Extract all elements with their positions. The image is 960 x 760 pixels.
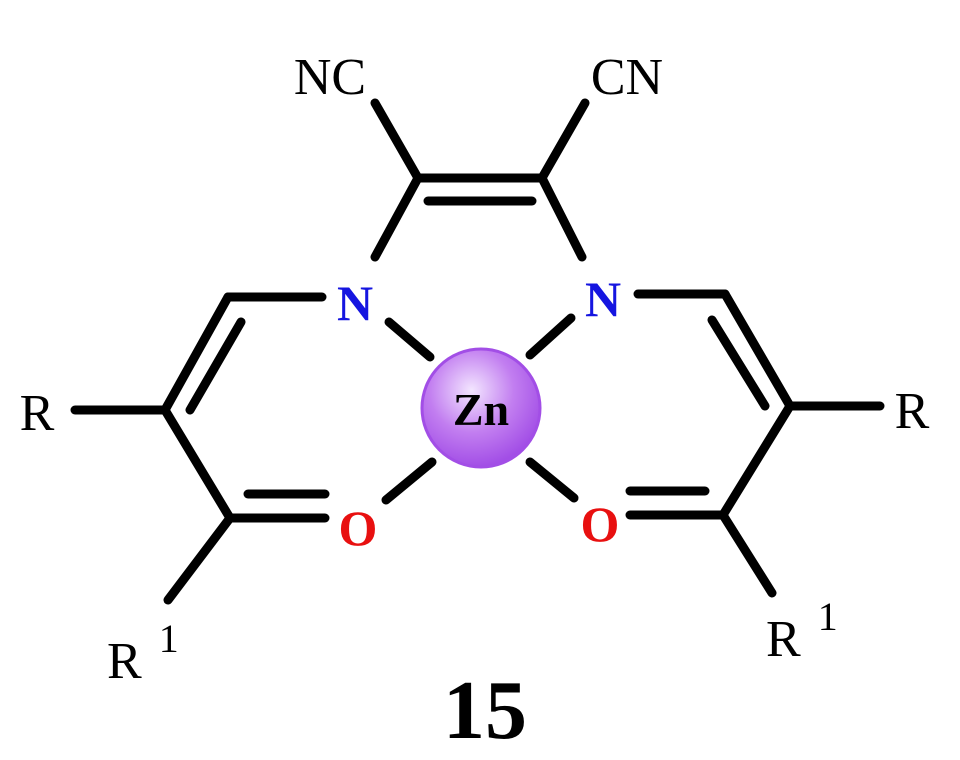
bond-zn-n-right <box>525 313 576 360</box>
bond-chc-left-inner <box>185 317 246 415</box>
bond-c-r1-left <box>163 513 235 605</box>
cn-right-label: CN <box>591 49 663 106</box>
r1-right-superscript: 1 <box>818 594 838 639</box>
bond-zn-o-right <box>525 457 579 503</box>
r1-left-base: R <box>107 633 142 690</box>
bond-nc-to-c-left <box>370 98 423 183</box>
bond-zn-o-left <box>381 457 437 505</box>
bond-chc-left <box>160 292 233 415</box>
bond-zn-n-left <box>384 317 435 362</box>
zinc-label: Zn <box>453 384 509 435</box>
oxygen-right-label: O <box>581 496 620 552</box>
r1-left-label: R 1 <box>107 616 179 690</box>
zinc-sphere <box>420 347 542 469</box>
nc-left-label: NC <box>294 49 366 106</box>
bond-c-n-right <box>537 173 587 262</box>
compound-number: 15 <box>443 664 527 757</box>
r1-right-base: R <box>766 611 801 668</box>
r-left-label: R <box>20 385 55 442</box>
bond-lines <box>70 98 885 605</box>
r-right-label: R <box>895 383 930 440</box>
nitrogen-right-label: N <box>585 271 621 327</box>
bond-c-n-left <box>370 173 423 262</box>
r1-left-superscript: 1 <box>159 616 179 661</box>
bond-c-r1-right <box>718 510 777 598</box>
bond-cn-to-c-right <box>537 98 590 183</box>
zinc-atom: Zn <box>420 347 542 469</box>
bond-chc-right <box>720 289 795 411</box>
bond-c-co-left <box>160 405 235 523</box>
bond-chc-right-inner <box>707 315 770 411</box>
r1-right-label: R 1 <box>766 594 838 668</box>
oxygen-left-label: O <box>339 500 378 556</box>
bond-c-co-right <box>718 401 795 520</box>
nitrogen-left-label: N <box>337 275 373 331</box>
